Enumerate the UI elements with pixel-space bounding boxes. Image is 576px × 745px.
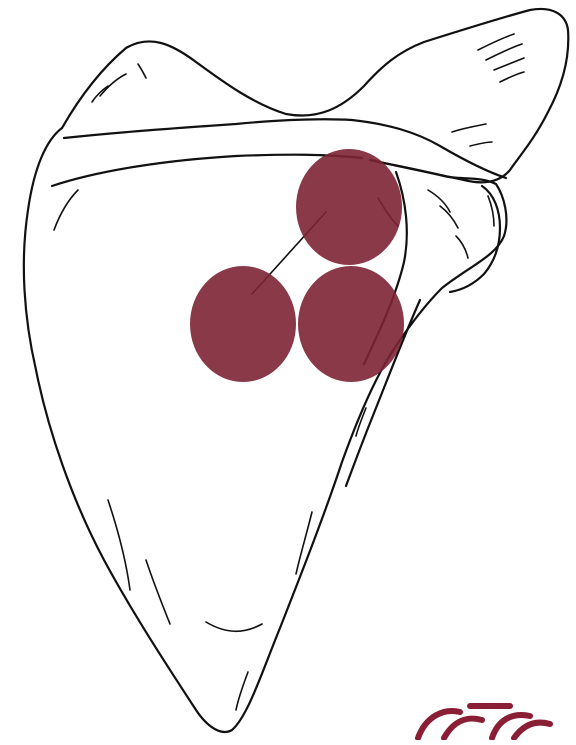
marker-circle-top	[296, 149, 402, 265]
hatch-10	[428, 190, 450, 212]
marker-circle-left	[190, 266, 296, 382]
hatch-7	[500, 72, 524, 82]
hatch-14	[108, 500, 130, 590]
hatch-5	[486, 44, 522, 60]
hatch-12	[456, 236, 468, 258]
hatch-15	[146, 560, 170, 624]
marker-circle-right	[298, 266, 404, 382]
hatch-1	[100, 74, 126, 96]
logo-arc-2	[444, 719, 482, 738]
hatch-13	[54, 190, 78, 230]
hatch-3	[92, 86, 108, 102]
spine-ridge	[64, 119, 506, 178]
hatch-2	[138, 64, 146, 78]
hatch-19	[236, 672, 248, 710]
logo-arc-4	[514, 723, 550, 738]
hatch-8	[452, 124, 486, 132]
hatch-6	[494, 58, 524, 70]
hatch-4	[478, 34, 514, 50]
scapula-outline	[24, 128, 507, 732]
hatch-9	[470, 142, 492, 146]
brand-logo-icon	[414, 698, 554, 740]
hatch-16	[206, 622, 262, 631]
acromion-outline	[62, 9, 568, 182]
